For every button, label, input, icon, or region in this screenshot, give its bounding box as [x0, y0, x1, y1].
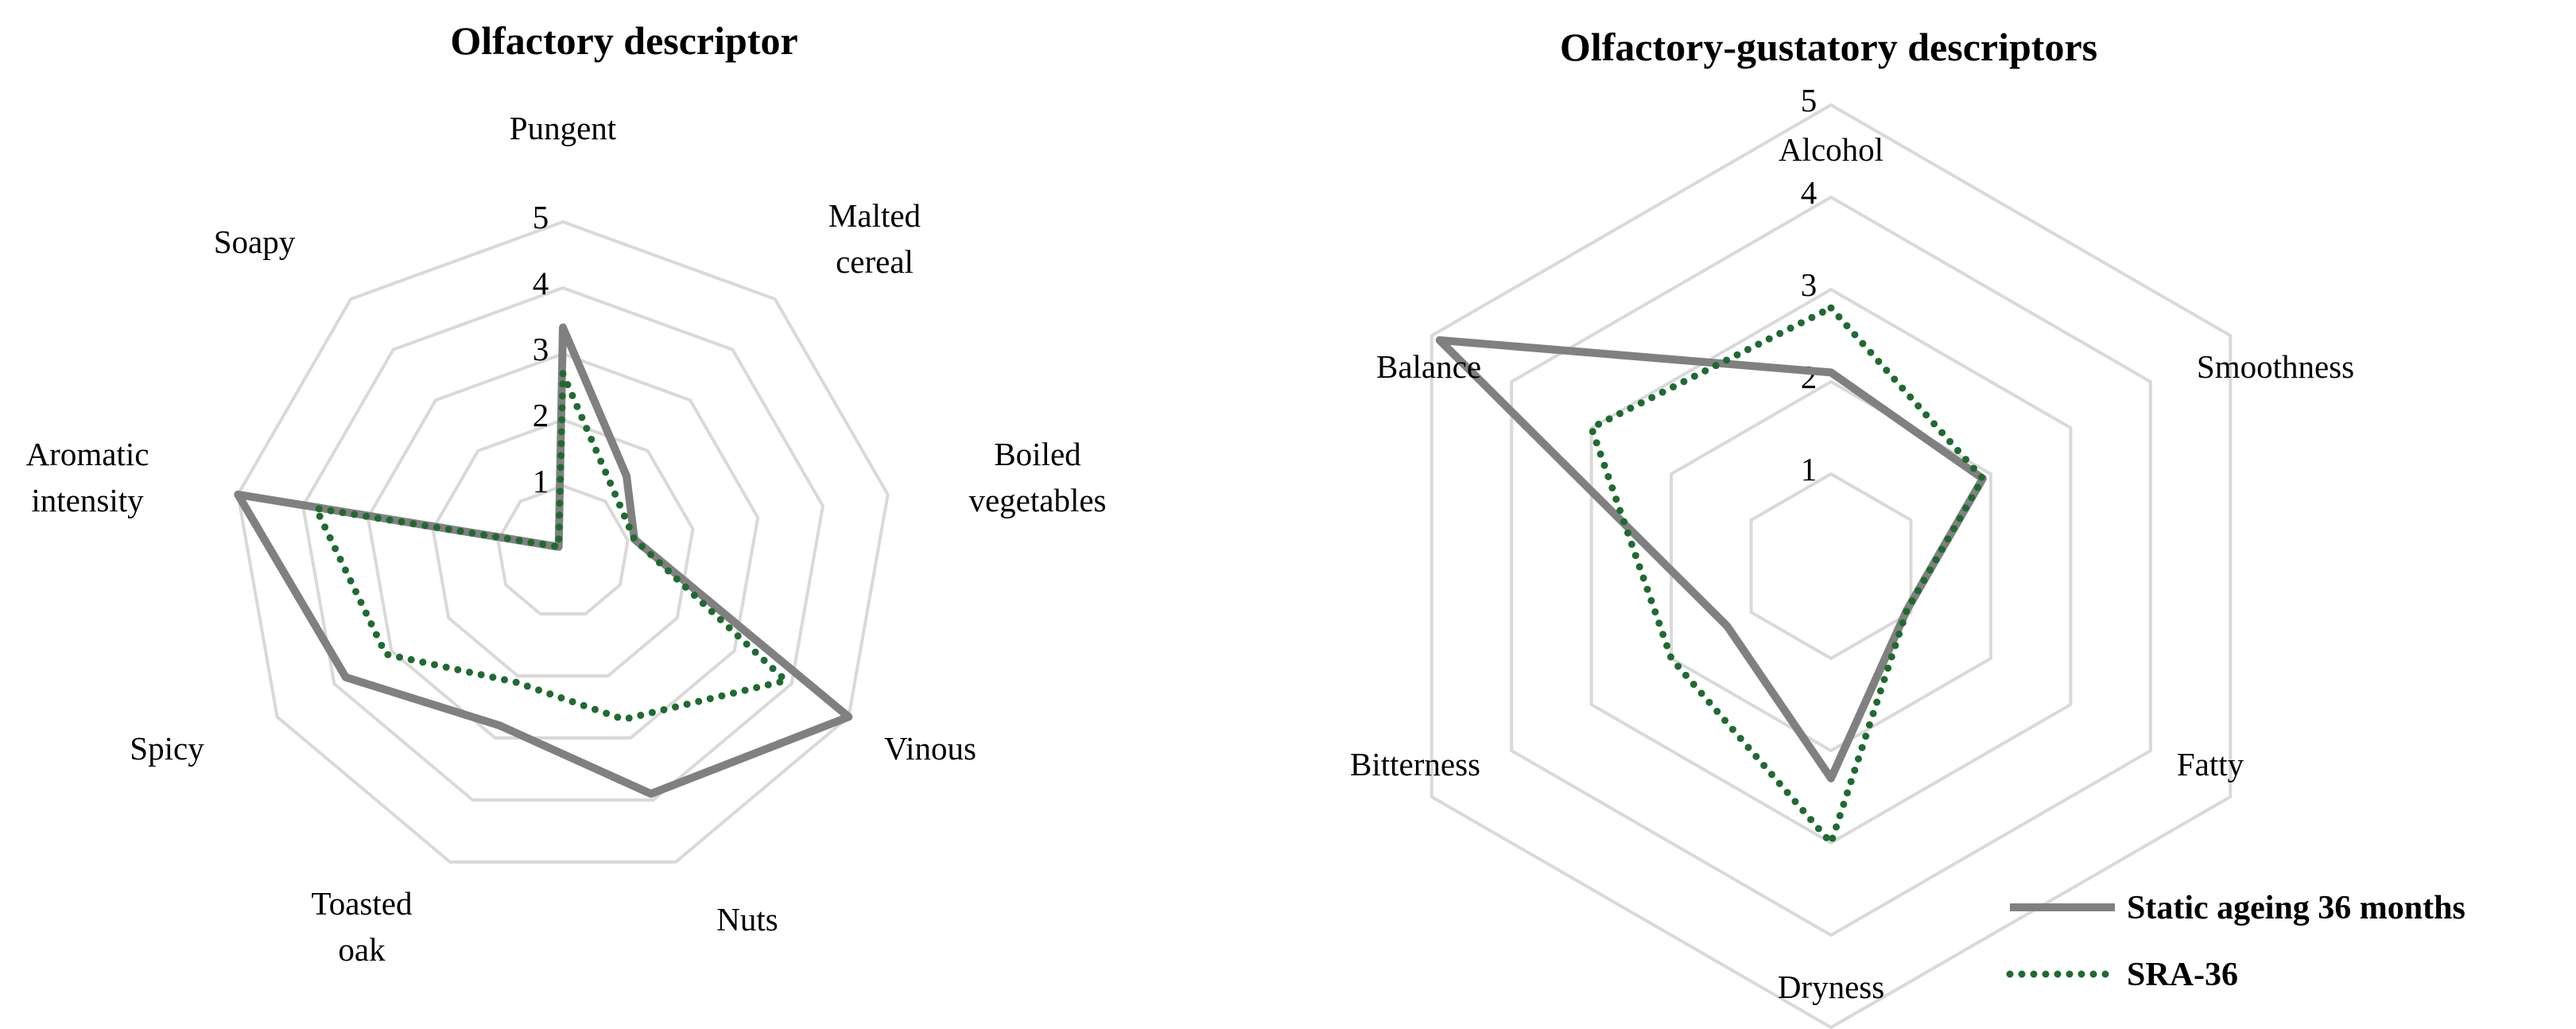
- tick-label-5: 5: [1801, 82, 1818, 118]
- tick-label-3: 3: [533, 331, 549, 367]
- axis-label-pungent: Pungent: [510, 110, 617, 146]
- series-sra-36: [312, 370, 789, 724]
- tick-label-4: 4: [533, 265, 549, 301]
- grid-ring-3: [1589, 287, 2073, 845]
- axis-label-smoothness: Smoothness: [2197, 348, 2354, 385]
- axis-label-soapy: Soapy: [214, 223, 296, 260]
- grid-ring-1: [496, 483, 630, 615]
- grid-ring-5: [1430, 103, 2233, 1029]
- axis-label-dryness: Dryness: [1778, 969, 1884, 1005]
- grid-ring-2: [431, 417, 695, 678]
- axis-label-balance: Balance: [1376, 348, 1481, 385]
- axis-label-bitterness: Bitterness: [1350, 746, 1480, 782]
- grid-ring-5: [236, 219, 890, 864]
- tick-label-3: 3: [1801, 266, 1818, 303]
- grid-ring-2: [1670, 379, 1992, 753]
- legend: Static ageing 36 months SRA-36: [2006, 890, 2465, 993]
- grid-ring-3: [366, 351, 760, 740]
- axis-label-vinous: Vinous: [884, 730, 976, 767]
- tick-label-1: 1: [533, 463, 549, 499]
- tick-label-1: 1: [1801, 451, 1818, 487]
- tick-label-2: 2: [533, 397, 549, 433]
- grid-ring-1: [1749, 472, 1913, 661]
- grid-ring-4: [301, 285, 825, 802]
- axis-label-spicy: Spicy: [130, 730, 204, 767]
- axis-label-nuts: Nuts: [716, 901, 778, 938]
- tick-label-4: 4: [1801, 174, 1818, 211]
- tick-label-2: 2: [1801, 359, 1818, 395]
- legend-label-sra-36: SRA-36: [2127, 957, 2238, 993]
- grid-ring-4: [1510, 195, 2152, 938]
- axis-label-fatty: Fatty: [2177, 746, 2244, 782]
- series-sra-36: [1588, 304, 1987, 847]
- tick-label-5: 5: [533, 199, 549, 235]
- series-static-ageing-36-months: [1435, 336, 1987, 782]
- chart-title-olfactory: Olfactory descriptor: [450, 18, 797, 63]
- axis-label-alcohol: Alcohol: [1779, 131, 1884, 168]
- legend-label-static-ageing: Static ageing 36 months: [2127, 890, 2465, 926]
- chart-title-olfactory-gustatory: Olfactory-gustatory descriptors: [1560, 25, 2097, 69]
